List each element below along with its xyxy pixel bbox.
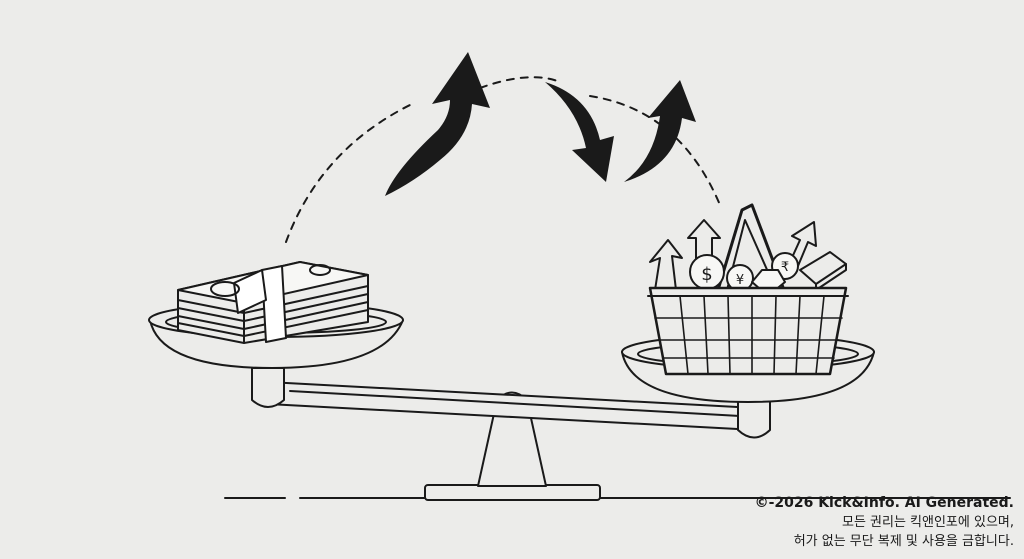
- curved-arrow-up-small-icon: [624, 80, 696, 182]
- rights-notice-line-1: 모든 권리는 킥앤인포에 있으며,: [841, 515, 1014, 530]
- gold-bar-icon: [799, 251, 847, 285]
- rupee-symbol: ₹: [781, 260, 789, 275]
- left-pan-support: [251, 367, 285, 408]
- arrow-up-left-icon: [649, 239, 683, 291]
- money-stack-icon: [177, 261, 369, 344]
- right-pan-support: [737, 394, 771, 439]
- arrow-up-right-icon: [789, 221, 817, 267]
- yen-symbol: ¥: [736, 273, 744, 288]
- shopping-basket-icon: [647, 203, 849, 376]
- copyright-text: ©-2026 Kick&Info. AI Generated.: [754, 495, 1014, 511]
- curved-arrow-up-icon: [385, 52, 490, 196]
- curved-arrow-down-icon: [545, 82, 614, 182]
- copyright-watermark: ©-2026 Kick&Info. AI Generated. 모든 권리는 킥…: [594, 494, 1014, 551]
- rights-notice-line-2: 허가 없는 무단 복제 및 사용을 금합니다.: [793, 534, 1014, 549]
- dollar-symbol: $: [701, 264, 712, 285]
